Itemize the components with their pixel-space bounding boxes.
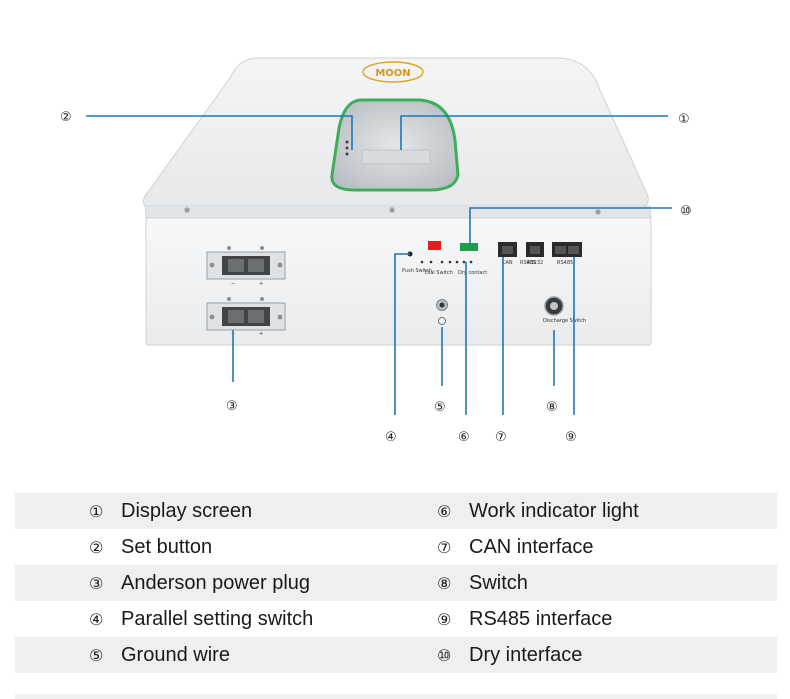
legend-number: ① (89, 501, 104, 521)
discharge-switch (544, 296, 564, 316)
legend-label: Anderson power plug (121, 571, 311, 594)
legend-label: Display screen (121, 499, 253, 522)
logo-emblem (362, 61, 424, 83)
legend-row: ③ Anderson power plug ⑧ Switch (15, 565, 777, 601)
legend-number: ⑨ (437, 609, 452, 629)
dial-switch-label: Dial Switch (425, 270, 453, 276)
logo-text: MOON (375, 68, 410, 79)
callout-8: ⑧ (546, 400, 558, 415)
callout-5: ⑤ (434, 400, 446, 415)
ground-terminal (436, 299, 448, 325)
legend-row: ⑤ Ground wire ⑩ Dry interface (15, 637, 777, 673)
anderson-plug-upper (206, 246, 286, 280)
legend-number: ⑩ (437, 645, 452, 665)
lid-screw (389, 207, 395, 213)
push-switch-label: Push Switch (402, 268, 432, 274)
legend-label: Switch (469, 571, 528, 594)
rs232-label: RS232 (527, 260, 543, 266)
legend-label: RS485 interface (469, 607, 613, 630)
legend-table: ① Display screen ⑥ Work indicator light … (15, 493, 777, 673)
callout-4: ④ (385, 430, 397, 445)
legend-number: ⑧ (437, 573, 452, 593)
legend-number: ⑤ (89, 645, 104, 665)
dry-contact-label: Dry contact (458, 270, 487, 276)
lid-screw (184, 207, 190, 213)
can-label: CAN (502, 260, 513, 266)
legend-number: ④ (89, 609, 104, 629)
callout-9: ⑨ (565, 430, 577, 445)
rs232-port (526, 242, 544, 257)
leader-lines (86, 115, 672, 415)
set-buttons (345, 140, 349, 156)
rs485-b-label: RS485 (557, 260, 573, 266)
leader-4 (394, 253, 410, 415)
indicator-lights (420, 260, 473, 264)
legend-number: ⑥ (437, 501, 452, 521)
legend-row: ② Set button ⑦ CAN interface (15, 529, 777, 565)
bottom-divider (15, 694, 777, 699)
anderson-plug-lower (206, 297, 286, 331)
lid-screw (595, 209, 601, 215)
legend-label: CAN interface (469, 535, 594, 558)
dial-switch (428, 241, 441, 250)
callout-6: ⑥ (458, 430, 470, 445)
upper-plug-minus: − (231, 281, 235, 287)
legend-label: Ground wire (121, 643, 230, 666)
callout-2: ② (60, 110, 72, 125)
rs485-a-label: RS485 (520, 260, 536, 266)
legend-label: Parallel setting switch (121, 607, 314, 630)
dry-contact-terminal (460, 243, 478, 251)
callout-7: ⑦ (495, 430, 507, 445)
legend-number: ⑦ (437, 537, 452, 557)
legend-number: ③ (89, 573, 104, 593)
legend-row: ① Display screen ⑥ Work indicator light (15, 493, 777, 529)
callout-1: ① (678, 112, 690, 127)
callout-10: ⑩ (680, 204, 692, 219)
can-port (498, 242, 517, 257)
legend-label: Set button (121, 535, 213, 558)
leader-2 (86, 115, 353, 150)
upper-plug-plus: + (259, 281, 263, 287)
callout-3: ③ (226, 399, 238, 414)
rs485-port-b (552, 242, 582, 257)
display-screen (361, 149, 431, 165)
legend-label: Work indicator light (469, 499, 639, 522)
legend-label: Dry interface (469, 643, 583, 666)
discharge-switch-label: Discharge Switch (543, 318, 586, 324)
display-panel (330, 98, 460, 192)
leader-10 (469, 207, 672, 243)
lower-plug-plus: + (259, 331, 263, 337)
leader-1 (400, 115, 668, 150)
legend-row: ④ Parallel setting switch ⑨ RS485 interf… (15, 601, 777, 637)
device-lid-rim (144, 205, 652, 219)
legend-number: ② (89, 537, 104, 557)
battery-device-diagram: MOON − + − + Push Switch Dial Switch Dry… (60, 57, 692, 445)
